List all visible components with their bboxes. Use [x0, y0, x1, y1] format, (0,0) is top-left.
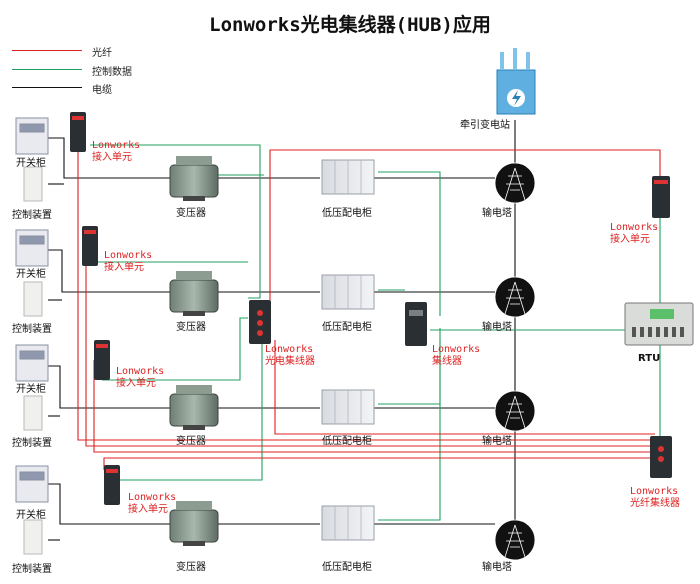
lv-cabinet-label-3: 低压配电柜 — [322, 436, 372, 447]
lv-cabinet-icons — [321, 159, 375, 541]
hub-label: Lonworks 集线器 — [432, 344, 481, 367]
cable-lines — [48, 120, 516, 545]
lv-cabinet-label-1: 低压配电柜 — [322, 208, 372, 219]
switch-cabinet-label-3: 开关柜 — [16, 384, 46, 395]
transformer-label-2: 变压器 — [176, 322, 206, 333]
control-device-label-3: 控制装置 — [12, 438, 52, 449]
control-device-label-1: 控制装置 — [12, 210, 52, 221]
legend-cable-line — [12, 87, 82, 88]
tower-label-4: 输电塔 — [482, 562, 512, 573]
control-data-lines — [90, 144, 661, 521]
access-unit-label-2: Lonworks 接入单元 — [104, 250, 153, 273]
switch-cabinet-icons — [15, 117, 49, 503]
optoelectronic-hub-label: Lonworks 光电集线器 — [265, 344, 315, 367]
diagram-title: Lonworks光电集线器(HUB)应用 — [209, 14, 491, 36]
rtu-label: RTU — [638, 353, 661, 364]
transformer-icons — [169, 156, 219, 546]
access-unit-label-3: Lonworks 接入单元 — [116, 366, 165, 389]
switch-cabinet-label-1: 开关柜 — [16, 158, 46, 169]
rtu-icon — [624, 302, 694, 346]
lv-cabinet-label-4: 低压配电柜 — [322, 562, 372, 573]
legend-fiber-line — [12, 50, 82, 51]
tower-label-2: 输电塔 — [482, 322, 512, 333]
access-unit-label-4: Lonworks 接入单元 — [128, 492, 177, 515]
access-unit-label-1: Lonworks 接入单元 — [92, 140, 141, 163]
switch-cabinet-label-4: 开关柜 — [16, 510, 46, 521]
tower-icons — [494, 162, 536, 561]
lv-cabinet-label-2: 低压配电柜 — [322, 322, 372, 333]
legend-fiber-label: 光纤 — [92, 48, 112, 59]
device-icons — [70, 112, 672, 505]
access-unit-label-5: Lonworks 接入单元 — [610, 222, 659, 245]
legend-control-line — [12, 69, 82, 70]
legend-control-label: 控制数据 — [92, 67, 132, 78]
transformer-label-3: 变压器 — [176, 436, 206, 447]
fiber-lines — [77, 140, 661, 470]
transformer-label-4: 变压器 — [176, 562, 206, 573]
control-device-icons — [23, 166, 43, 555]
fiber-hub-label: Lonworks 光纤集线器 — [630, 486, 680, 509]
control-device-label-2: 控制装置 — [12, 324, 52, 335]
tower-label-1: 输电塔 — [482, 208, 512, 219]
substation-icon — [496, 48, 536, 115]
control-device-label-4: 控制装置 — [12, 564, 52, 575]
substation-label: 牵引变电站 — [460, 120, 510, 131]
switch-cabinet-label-2: 开关柜 — [16, 269, 46, 280]
legend-cable-label: 电缆 — [92, 85, 112, 96]
transformer-label-1: 变压器 — [176, 208, 206, 219]
tower-label-3: 输电塔 — [482, 436, 512, 447]
